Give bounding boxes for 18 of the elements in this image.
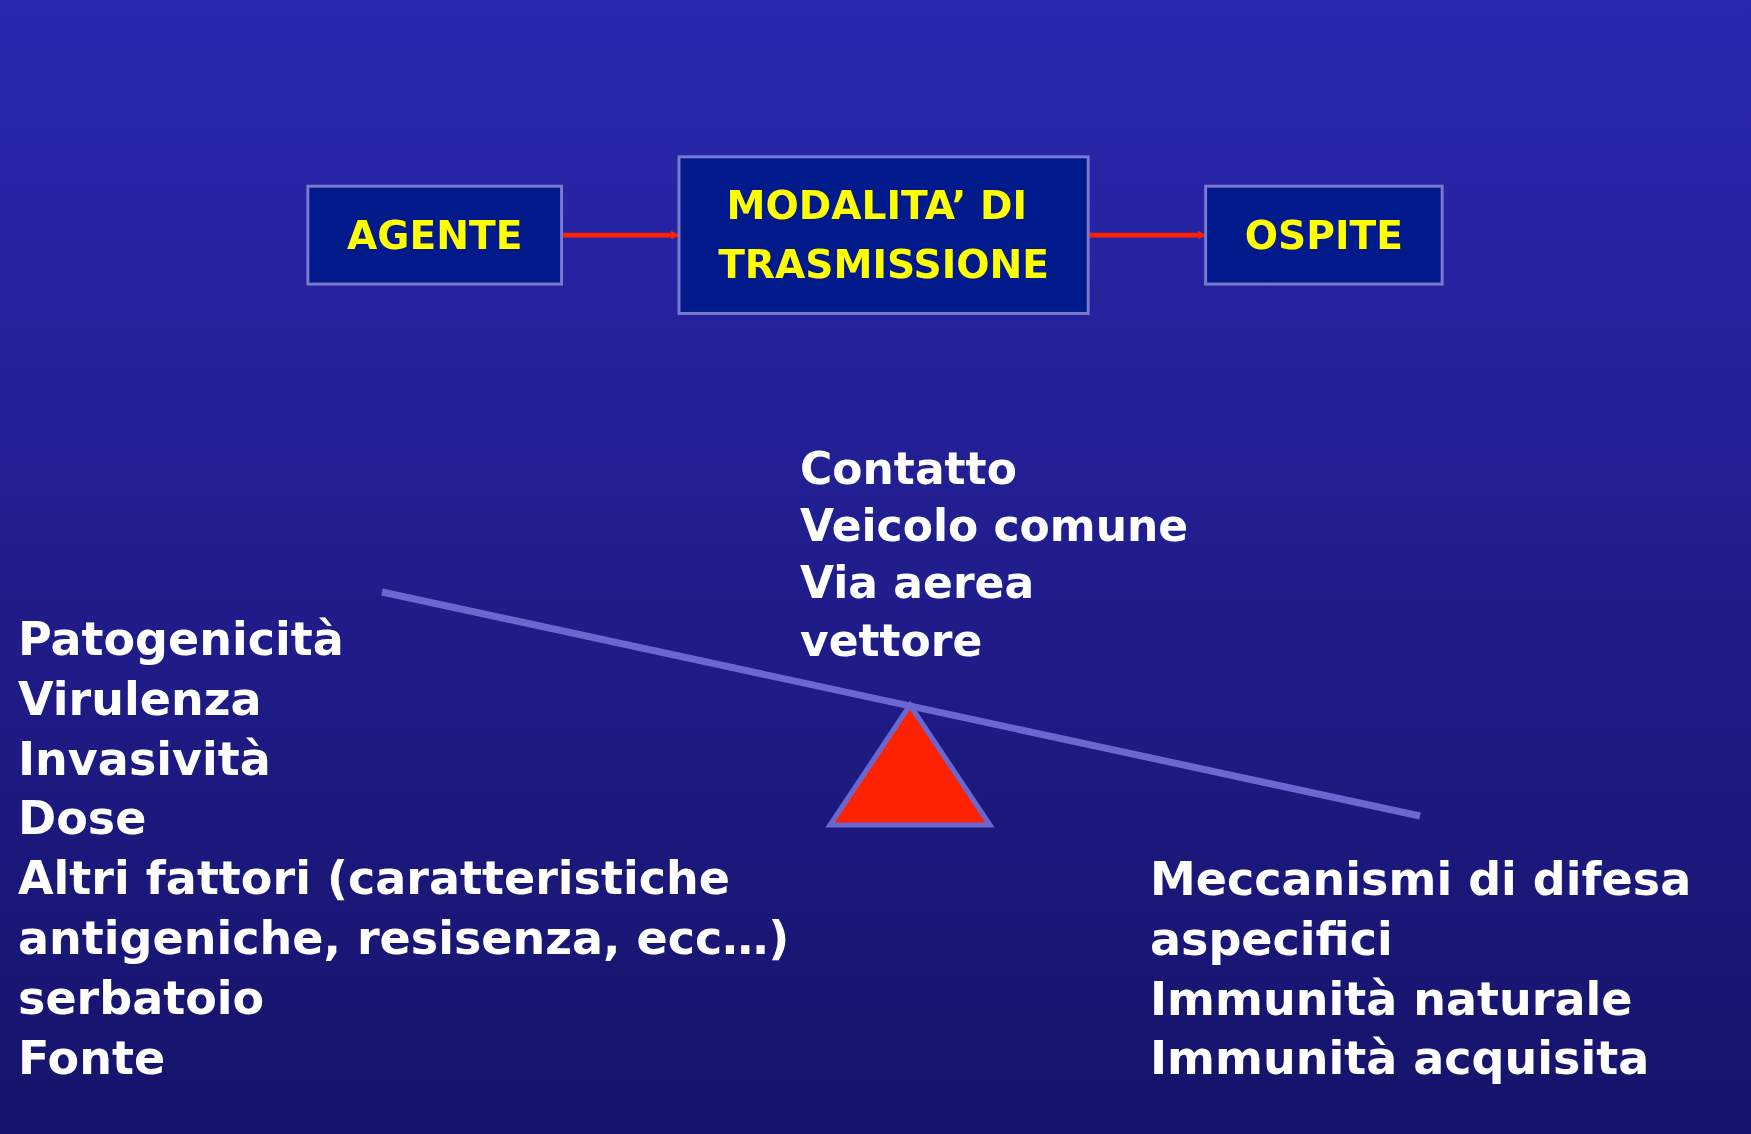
- node-note: Via aerea: [800, 556, 1035, 611]
- list-item: Meccanismi di difesa aspecifici: [1150, 851, 1693, 968]
- list-item: Patogenicità: [18, 611, 344, 668]
- node-note: Contatto: [800, 442, 1017, 496]
- node-note: vettore: [800, 613, 983, 668]
- list-item: Virulenza: [18, 670, 262, 728]
- node-note: Veicolo comune: [800, 499, 1189, 554]
- node-box: AGENTE: [306, 184, 564, 286]
- list-item: Fonte: [18, 1029, 166, 1087]
- list-item: Altri fattori (caratteristiche antigeniche, resisenza, ecc…): [18, 850, 791, 967]
- arrow: [561, 230, 680, 240]
- node-box: MODALITA’ DI TRASMISSIONE: [677, 155, 1090, 315]
- list-item: serbatoio: [18, 969, 265, 1027]
- list-item: Immunità naturale: [1150, 970, 1633, 1028]
- node-box: OSPITE: [1204, 184, 1444, 286]
- list-item: Invasività: [18, 730, 271, 788]
- list-item: Dose: [18, 790, 147, 848]
- list-item: Immunità acquisita: [1150, 1030, 1650, 1088]
